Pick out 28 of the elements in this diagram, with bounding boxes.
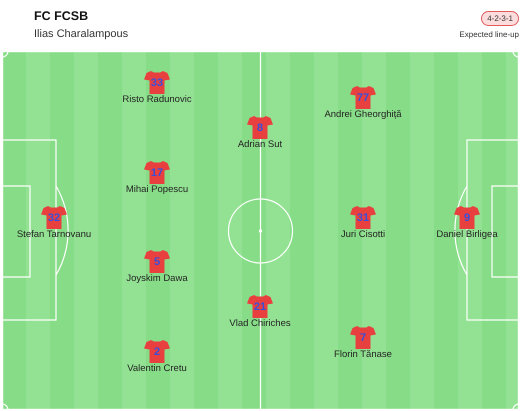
shirt-number: 33 [150,77,164,89]
shirt-number: 8 [256,122,264,134]
player-name: Mihai Popescu [126,184,188,195]
lineup-status-note: Expected line-up [459,30,519,39]
player-shirt [41,206,67,229]
shirt-number: 32 [48,212,60,224]
shirt-number: 17 [150,167,164,179]
shirt-number: 31 [356,212,370,224]
player-shirt [144,250,170,273]
shirt-number: 9 [464,212,470,224]
player-name: Joyskim Dawa [126,273,188,284]
player-name: Risto Radunovic [122,94,192,105]
shirt-number: 21 [254,301,266,313]
player-shirt [144,161,170,184]
coach-name: Ilias Charalampous [34,28,128,41]
formation-badge: 4-2-3-1 [481,11,519,26]
player-name: Valentin Cretu [127,363,187,374]
team-name: FC FCSB [34,9,88,24]
player-name: Florin Tănase [334,349,392,360]
shirt-number: 7 [360,332,366,344]
shirt-number: 5 [154,256,160,268]
shirt-number: 2 [154,346,160,358]
player-name: Andrei Gheorghiță [324,109,402,120]
player-shirt [144,71,170,94]
player-name: Juri Cisotti [340,229,386,240]
player-shirt [454,206,480,229]
player-shirt [144,340,170,363]
shirt-number: 77 [356,92,370,104]
